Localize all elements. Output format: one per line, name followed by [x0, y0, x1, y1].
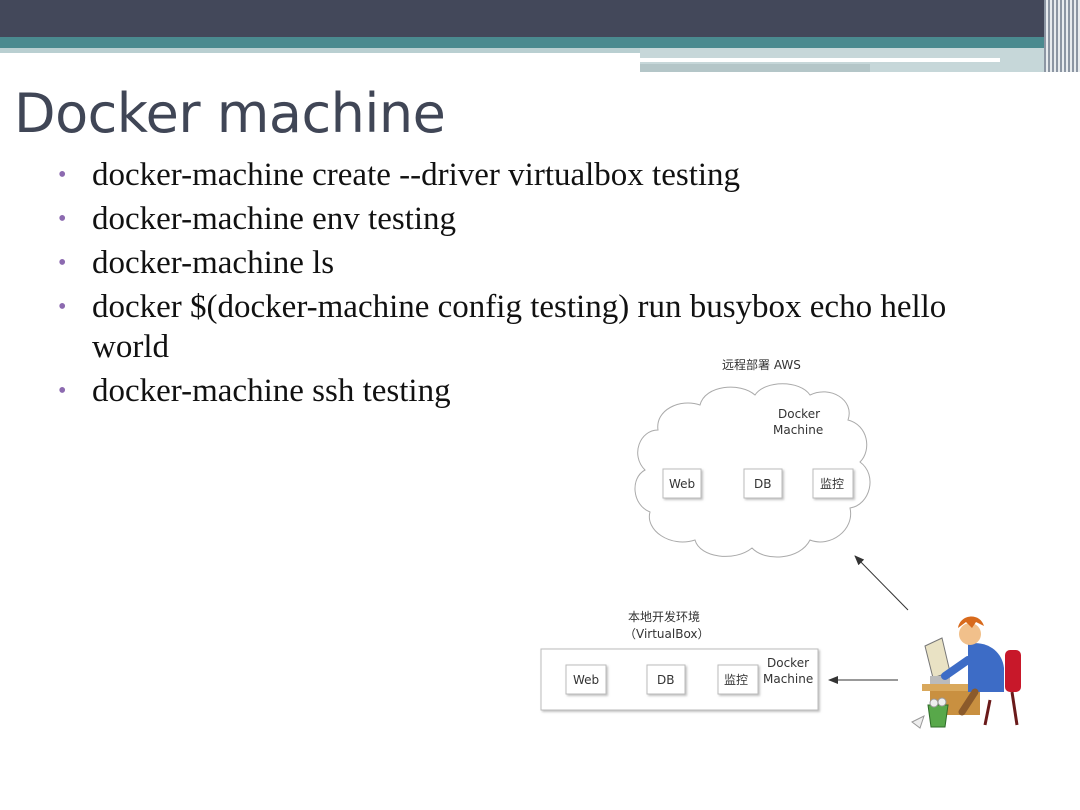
local-web-box [565, 664, 607, 695]
bullet-text: docker-machine ls [92, 245, 335, 281]
cloud-db-label: DB [754, 477, 771, 491]
bullet-item: • docker-machine ssh testing [58, 371, 978, 411]
bullet-text: docker-machine ssh testing [92, 373, 451, 409]
bullet-dot-icon: • [58, 206, 67, 232]
header-light-strip [0, 48, 640, 53]
cloud-machine-label: Machine [773, 423, 823, 437]
bullet-dot-icon: • [58, 378, 67, 404]
cloud-web-label: Web [669, 477, 695, 491]
local-web-label: Web [573, 673, 599, 687]
bullet-text: docker $(docker-machine config testing) … [92, 289, 947, 365]
header-accent-bar [0, 37, 1080, 48]
bullet-item: • docker-machine create --driver virtualb… [58, 155, 978, 195]
local-db-label: DB [657, 673, 674, 687]
bullet-item: • docker-machine ls [58, 243, 978, 283]
local-db-box [646, 664, 686, 695]
header-white-strip [640, 58, 1000, 62]
bullet-dot-icon: • [58, 294, 67, 320]
bullet-list: • docker-machine create --driver virtualb… [58, 155, 978, 415]
local-env-sublabel: （VirtualBox） [624, 627, 710, 641]
cloud-monitor-label: 监控 [820, 477, 844, 491]
arrow-to-cloud [854, 555, 909, 611]
bullet-item: • docker-machine env testing [58, 199, 978, 239]
local-env-label: 本地开发环境 [628, 609, 700, 624]
cloud-db-box [743, 468, 783, 499]
bullet-text: docker-machine create --driver virtualbo… [92, 157, 741, 193]
local-monitor-box [717, 664, 759, 695]
header-bar [0, 0, 1080, 37]
bullet-text: docker-machine env testing [92, 201, 457, 237]
cloud-monitor-box [812, 468, 854, 499]
header-grey-strip [640, 64, 870, 72]
cloud-web-box [662, 468, 702, 499]
cloud-machine-label: Docker [778, 407, 820, 421]
bullet-dot-icon: • [58, 162, 67, 188]
slide-title: Docker machine [14, 82, 446, 145]
local-machine-label: Docker [767, 656, 809, 670]
bullet-dot-icon: • [58, 250, 67, 276]
developer-icon [911, 616, 1021, 729]
local-machine-label: Machine [763, 672, 813, 686]
bullet-item: • docker $(docker-machine config testing)… [58, 287, 978, 367]
header-stripes [1044, 0, 1080, 72]
cloud-label: 远程部署 AWS [722, 357, 801, 372]
local-monitor-label: 监控 [724, 673, 748, 687]
